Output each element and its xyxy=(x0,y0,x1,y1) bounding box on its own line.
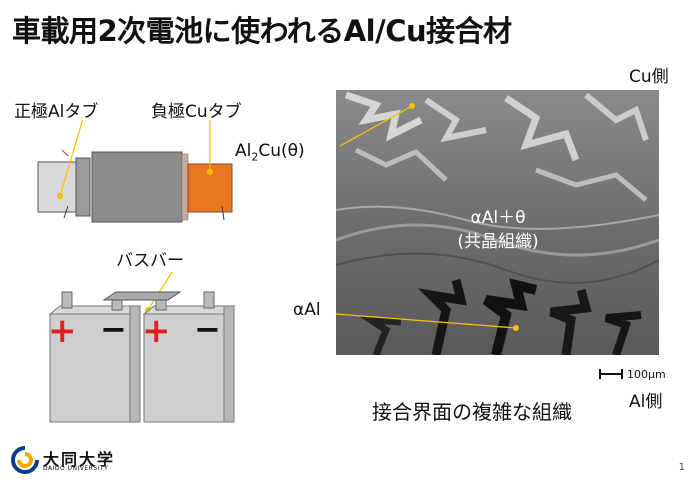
al-tab xyxy=(37,161,77,213)
cell-band xyxy=(181,153,189,221)
al-side-label: Al側 xyxy=(629,392,663,412)
page-number: 1 xyxy=(678,462,685,473)
right-plus-sign: + xyxy=(142,311,171,351)
eutectic-label-1: αAl＋θ xyxy=(470,208,526,228)
alpha-al-label: αAl xyxy=(293,300,321,320)
university-subtitle: DAIDO UNIVERSITY xyxy=(43,465,109,472)
slide-title: 車載用2次電池に使われるAl/Cu接合材 xyxy=(12,14,512,48)
cu-tab-label: 負極Cuタブ xyxy=(151,102,242,122)
micrograph-image: αAl＋θ (共晶組織) xyxy=(336,90,659,355)
al-tab-edge xyxy=(75,157,91,217)
eutectic-label-2: (共晶組織) xyxy=(457,232,539,252)
busbar xyxy=(102,291,182,301)
left-cell xyxy=(49,313,131,423)
university-name: 大同大学 xyxy=(43,450,116,469)
micrograph-caption: 接合界面の複雑な組織 xyxy=(372,400,572,424)
prismatic-cells-diagram xyxy=(48,271,236,423)
busbar-leader xyxy=(147,271,173,311)
cell-body xyxy=(91,151,183,223)
cylindrical-cell-diagram xyxy=(37,120,233,223)
scale-bar-label: 100μm xyxy=(627,368,666,381)
left-plus-sign: + xyxy=(48,311,77,351)
al-leader-dot xyxy=(57,193,63,199)
theta-phase-label: Al2Cu(θ) xyxy=(235,141,305,164)
university-logo-icon xyxy=(11,446,39,474)
cu-side-label: Cu側 xyxy=(629,67,669,87)
al-leader xyxy=(59,120,84,197)
scale-bar-line xyxy=(599,373,623,375)
right-cell xyxy=(143,313,225,423)
terminal xyxy=(203,291,215,309)
right-minus-sign: − xyxy=(194,310,221,348)
terminal xyxy=(61,291,73,309)
cu-leader-dot xyxy=(207,169,213,175)
al-tab-label: 正極Alタブ xyxy=(14,102,99,122)
left-minus-sign: − xyxy=(100,310,127,348)
busbar-label: バスバー xyxy=(116,251,184,271)
